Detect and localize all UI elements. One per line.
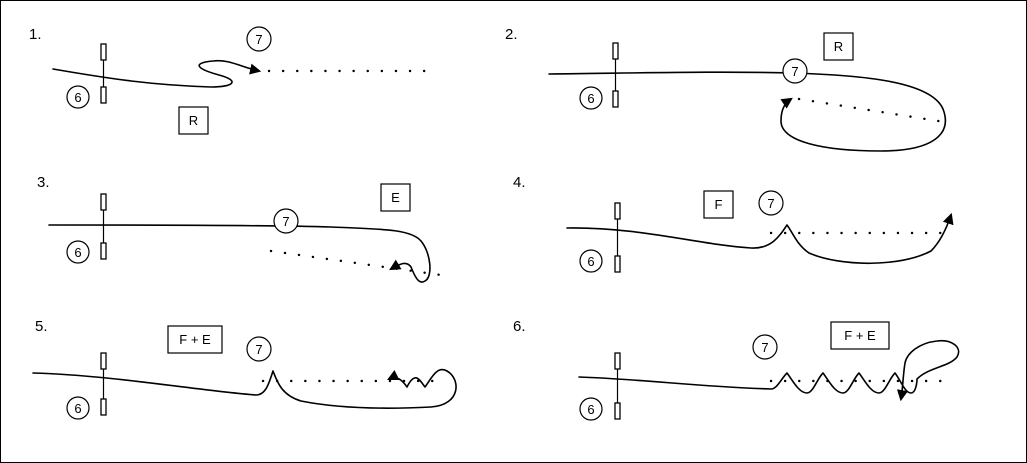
pointer-top	[614, 352, 621, 370]
trajectory-path	[566, 212, 954, 265]
panel-6-number: 6.	[513, 318, 526, 335]
marker-7-label: 7	[767, 196, 774, 211]
trajectory-path	[548, 71, 947, 152]
marker-7-circle	[246, 336, 272, 362]
condition-box	[703, 190, 734, 219]
marker-6-label: 6	[74, 90, 81, 105]
pointer-top	[612, 42, 619, 60]
condition-label: R	[834, 39, 843, 54]
trajectory-path	[52, 59, 262, 88]
marker-6-label: 6	[587, 254, 594, 269]
expected-path-dots	[797, 97, 953, 125]
pointer-top	[100, 43, 107, 61]
expected-path-dots	[269, 249, 443, 277]
marker-7-label: 7	[791, 64, 798, 79]
marker-7-label: 7	[255, 342, 262, 357]
panel-1-number: 1.	[29, 26, 42, 43]
pointer-top	[100, 193, 107, 211]
condition-label: F + E	[179, 332, 211, 347]
pointer-bottom	[100, 242, 107, 260]
marker-6-label: 6	[587, 402, 594, 417]
pointer-bottom	[614, 402, 621, 420]
condition-label: E	[391, 190, 400, 205]
panel-6: 6. 6 7 F + E	[513, 318, 960, 421]
marker-6-label: 6	[74, 401, 81, 416]
condition-box	[178, 106, 209, 135]
marker-7-circle	[782, 58, 808, 84]
pointer-bottom	[612, 90, 619, 108]
condition-box	[380, 183, 411, 212]
condition-box	[823, 32, 854, 61]
marker-6-circle	[579, 249, 603, 273]
pointer-top	[614, 202, 621, 220]
marker-7-circle	[273, 208, 299, 234]
condition-label: F + E	[844, 328, 876, 343]
trajectory-path	[578, 339, 960, 402]
trajectory-path	[48, 224, 431, 283]
marker-6-circle	[579, 86, 603, 110]
panel-5: 5. 6 7 F + E	[32, 318, 457, 420]
marker-6-circle	[579, 397, 603, 421]
marker-6-circle	[66, 240, 90, 264]
condition-box	[830, 321, 890, 350]
panel-3-number: 3.	[37, 174, 50, 191]
panel-2: 2. 6 7 R	[505, 26, 953, 152]
pointer-bottom	[100, 398, 107, 416]
condition-label: F	[715, 197, 723, 212]
panel-5-number: 5.	[35, 318, 48, 335]
marker-6-label: 6	[587, 91, 594, 106]
pointer-top	[100, 352, 107, 370]
panel-2-number: 2.	[505, 26, 518, 43]
marker-7-label: 7	[255, 32, 262, 47]
pointer-bottom	[614, 255, 621, 273]
marker-7-circle	[752, 334, 778, 360]
panel-3: 3. 6 7 E	[37, 174, 443, 283]
marker-7-circle	[758, 190, 784, 216]
marker-6-circle	[66, 396, 90, 420]
marker-7-circle	[246, 26, 272, 52]
marker-6-circle	[66, 85, 90, 109]
marker-6-label: 6	[74, 245, 81, 260]
panel-4: 4. 6 7 F	[513, 174, 954, 273]
condition-label: R	[189, 113, 198, 128]
marker-7-label: 7	[761, 340, 768, 355]
panel-1: 1. 6 7 R	[29, 26, 435, 135]
trajectory-path	[32, 368, 457, 409]
condition-box	[167, 325, 223, 354]
panel-4-number: 4.	[513, 174, 526, 191]
marker-7-label: 7	[282, 214, 289, 229]
pointer-bottom	[100, 86, 107, 104]
